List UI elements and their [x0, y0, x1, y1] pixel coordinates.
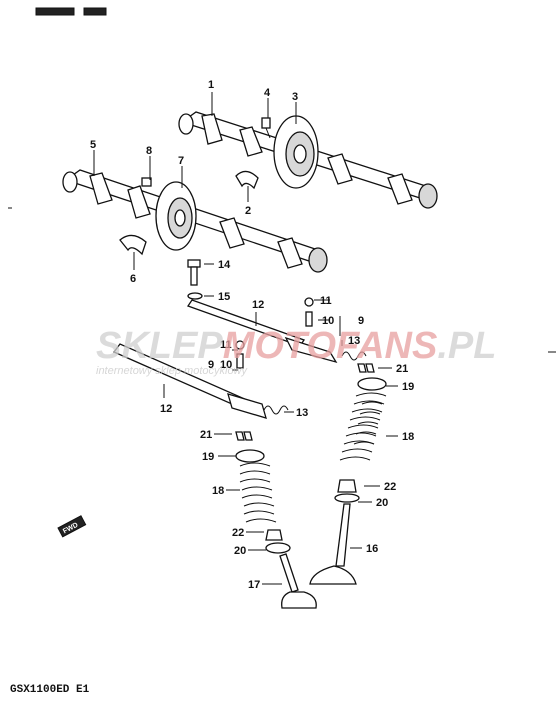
label-18-right: 18 [402, 431, 414, 443]
label-11-lower: 11 [220, 339, 232, 351]
adjuster-lower [235, 340, 245, 369]
bolt-part-8 [141, 177, 152, 187]
adjuster-upper [304, 297, 314, 327]
label-18-left: 18 [212, 485, 224, 497]
label-16: 16 [366, 543, 378, 555]
part-labels: 1 2 3 4 5 6 7 8 9 9 10 10 11 11 12 12 13… [90, 79, 414, 591]
footer-code: GSX1100ED E1 [10, 684, 90, 696]
label-1: 1 [208, 79, 214, 91]
washer-part-15 [187, 292, 203, 300]
label-9-lower: 9 [208, 359, 214, 371]
label-11-upper: 11 [320, 295, 332, 307]
label-7: 7 [178, 155, 184, 167]
label-22-left: 22 [232, 527, 244, 539]
rocker-arm-lower [227, 393, 267, 419]
valve-assembly-right [309, 363, 387, 585]
header-mark [35, 7, 107, 16]
label-21-right: 21 [396, 363, 408, 375]
direction-badge: FWD [57, 515, 87, 538]
watermark-tagline: internetowy sklep motocyklowy [96, 365, 249, 377]
label-6: 6 [130, 273, 136, 285]
label-19-right: 19 [402, 381, 414, 393]
label-13-lower: 13 [296, 407, 308, 419]
label-10-lower: 10 [220, 359, 232, 371]
bolt-part-14 [187, 259, 201, 286]
clip-part-6 [119, 234, 147, 256]
direction-badge-text: FWD [62, 522, 79, 536]
label-17: 17 [248, 579, 260, 591]
label-15: 15 [218, 291, 230, 303]
label-5: 5 [90, 139, 96, 151]
svg-text:SKLEPMOTOFANS.PL: SKLEPMOTOFANS.PL [96, 325, 496, 367]
label-8: 8 [146, 145, 152, 157]
label-13-upper: 13 [348, 335, 360, 347]
label-9-upper: 9 [358, 315, 364, 327]
sprocket-upper [273, 115, 319, 189]
label-19-left: 19 [202, 451, 214, 463]
rocker-spring-lower [263, 405, 289, 415]
valve-assembly-left [235, 431, 317, 609]
label-14: 14 [218, 259, 231, 271]
rocker-shaft-upper [186, 299, 306, 347]
watermark-brand-suffix: .PL [437, 325, 496, 367]
label-22-right: 22 [384, 481, 396, 493]
watermark-brand-left: SKLEP [96, 325, 223, 367]
label-3: 3 [292, 91, 298, 103]
watermark: SKLEPMOTOFANS.PL internetowy sklep motoc… [96, 325, 496, 377]
clip-part-2 [235, 170, 259, 190]
rocker-arm-upper [284, 336, 338, 364]
watermark-brand-right: FANS [336, 325, 437, 367]
label-4: 4 [264, 87, 271, 99]
label-20-left: 20 [234, 545, 246, 557]
label-21-left: 21 [200, 429, 212, 441]
label-20-right: 20 [376, 497, 388, 509]
watermark-brand-middle: MOTO [223, 325, 336, 367]
sprocket-lower [155, 181, 197, 251]
bolt-part-4 [261, 117, 271, 139]
label-12-lower: 12 [160, 403, 172, 415]
label-12-upper: 12 [252, 299, 264, 311]
label-10-upper: 10 [322, 315, 334, 327]
rocker-spring-upper [341, 351, 367, 361]
label-2: 2 [245, 205, 251, 217]
leader-lines [93, 92, 398, 585]
